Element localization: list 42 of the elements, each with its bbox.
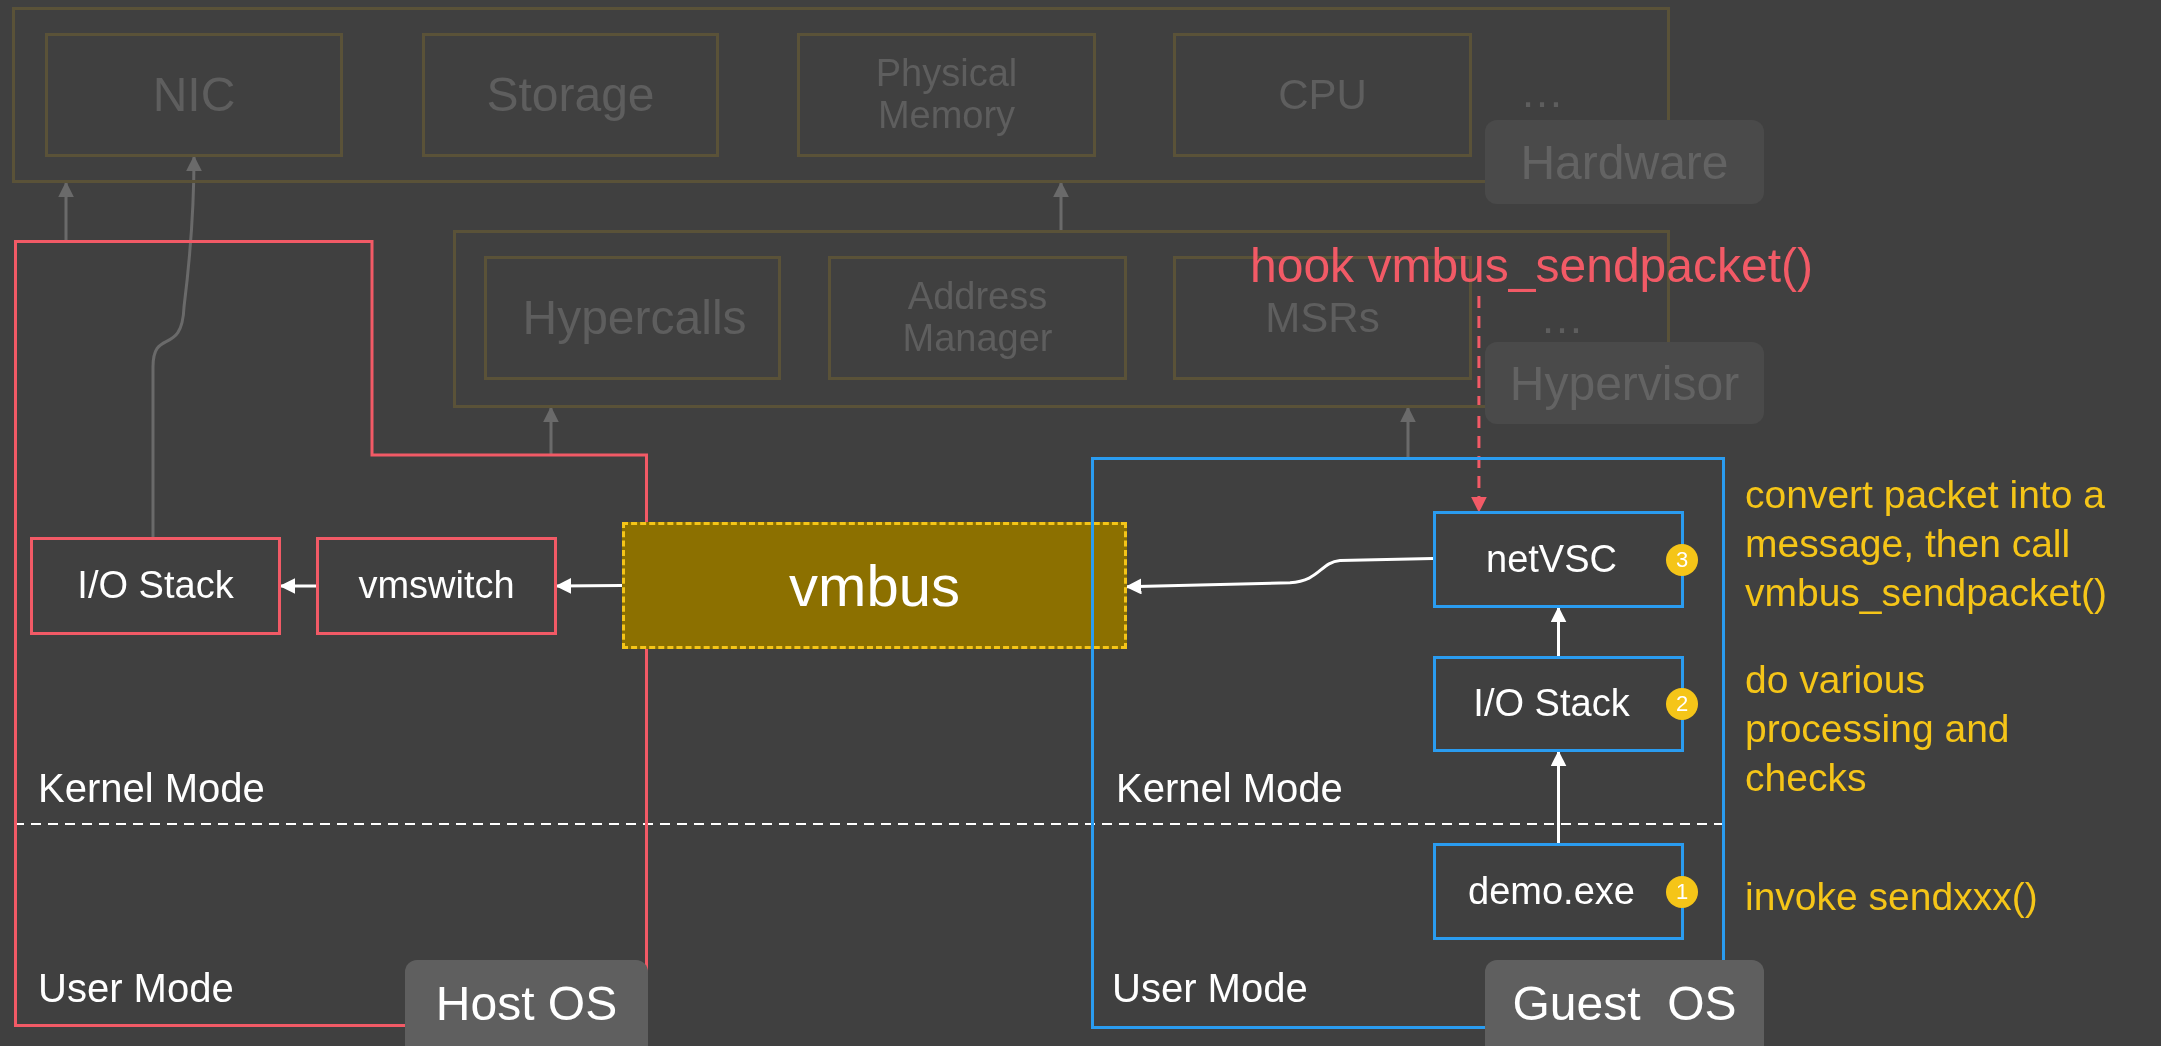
box-label: I/O Stack (77, 565, 234, 607)
arrow (1470, 296, 1487, 513)
arrow (1125, 557, 1434, 595)
arrow (151, 155, 202, 537)
arrow (279, 578, 316, 594)
component-box (30, 537, 281, 635)
ellipsis-label: … (1520, 70, 1564, 114)
annotation-text: invoke sendxxx() (1745, 874, 2039, 920)
mode-label: Kernel Mode (38, 768, 265, 808)
tab-label: Guest OS (1485, 960, 1764, 1046)
arrow (555, 577, 622, 594)
component-box (828, 256, 1127, 380)
layer-region (12, 7, 1764, 204)
box-label: demo.exe (1468, 870, 1635, 913)
box-label: vmswitch (358, 565, 515, 607)
annotation-text: convert packet into a message, then call vmbus_sendpacket() (1745, 472, 2108, 616)
box-label: I/O Stack (1473, 683, 1630, 725)
box-label: vmbus (789, 553, 960, 618)
mode-label: User Mode (38, 968, 234, 1008)
step-number: 3 (1666, 543, 1698, 576)
arrow (1550, 750, 1567, 843)
component-box (422, 33, 719, 157)
ellipsis-label: … (1540, 296, 1584, 340)
component-box (1173, 33, 1472, 157)
component-box (316, 537, 557, 635)
box-label: netVSC (1486, 538, 1617, 581)
hook-note: hook vmbus_sendpacket() (1250, 236, 1872, 296)
annotation-text: do various processing and checks (1745, 657, 2011, 801)
arrow (1550, 606, 1567, 656)
arrow (1053, 181, 1069, 230)
mode-label: User Mode (1112, 968, 1308, 1008)
tab-label: Host OS (405, 960, 648, 1046)
arrow (543, 406, 559, 455)
arrow (58, 181, 75, 240)
bus-box (622, 522, 1127, 649)
mode-label: Kernel Mode (1116, 768, 1343, 808)
step-number: 2 (1666, 688, 1698, 720)
component-box (797, 33, 1096, 157)
arrow (1400, 406, 1416, 457)
component-box (45, 33, 343, 157)
step-number: 1 (1666, 875, 1698, 908)
component-box (484, 256, 781, 380)
